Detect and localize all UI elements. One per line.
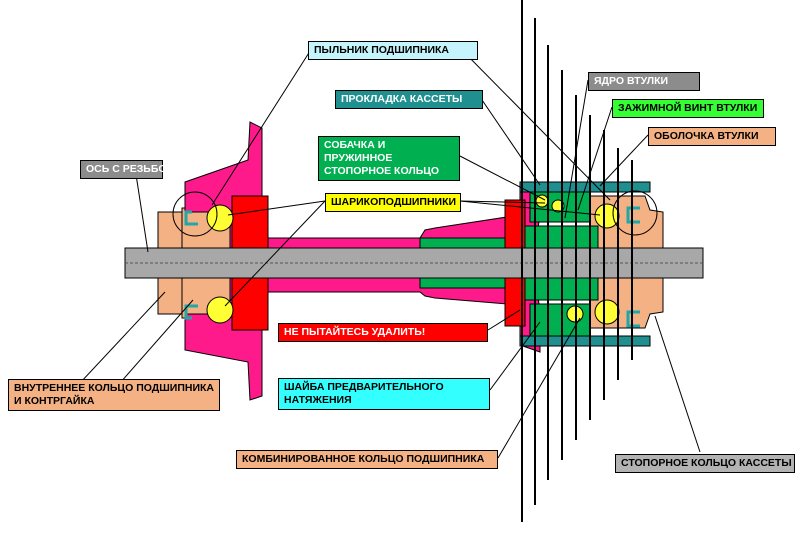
label-cassette-lockring: СТОПОРНОЕ КОЛЬЦО КАССЕТЫ [615, 454, 795, 473]
label-cassette-spacer: ПРОКЛАДКА КАССЕТЫ [335, 90, 483, 109]
label-dust-cap: ПЫЛЬНИК ПОДШИПНИКА [308, 41, 478, 60]
dust-cap-highlight-right [612, 190, 658, 236]
label-hub-clamp-screw: ЗАЖИМНОЙ ВИНТ ВТУЛКИ [612, 99, 764, 118]
label-hub-shell: ОБОЛОЧКА ВТУЛКИ [648, 127, 776, 146]
label-ball-bearings: ШАРИКОПОДШИПНИКИ [325, 193, 461, 212]
label-hub-core: ЯДРО ВТУЛКИ [588, 72, 700, 91]
label-do-not-remove: НЕ ПЫТАЙТЕСЬ УДАЛИТЬ! [278, 323, 488, 342]
dust-cap-highlight-left [172, 191, 218, 237]
dust-caps [184, 206, 640, 328]
label-inner-race-locknut: ВНУТРЕННЕЕ КОЛЬЦО ПОДШИПНИКА И КОНТРГАЙК… [8, 379, 220, 411]
leader-lines [79, 47, 701, 459]
label-combined-race: КОМБИНИРОВАННОЕ КОЛЬЦО ПОДШИПНИКА [236, 450, 498, 469]
label-threaded-axle: ОСЬ С РЕЗЬБОЙ [80, 160, 174, 179]
cassette-spacer-lower [519, 335, 651, 347]
label-preload-washer: ШАЙБА ПРЕДВАРИТЕЛЬНОГО НАТЯЖЕНИЯ [278, 378, 490, 410]
do-not-remove-part [231, 195, 526, 331]
label-pawl-and-ring: СОБАЧКА И ПРУЖИННОЕ СТОПОРНОЕ КОЛЬЦО [318, 136, 460, 181]
